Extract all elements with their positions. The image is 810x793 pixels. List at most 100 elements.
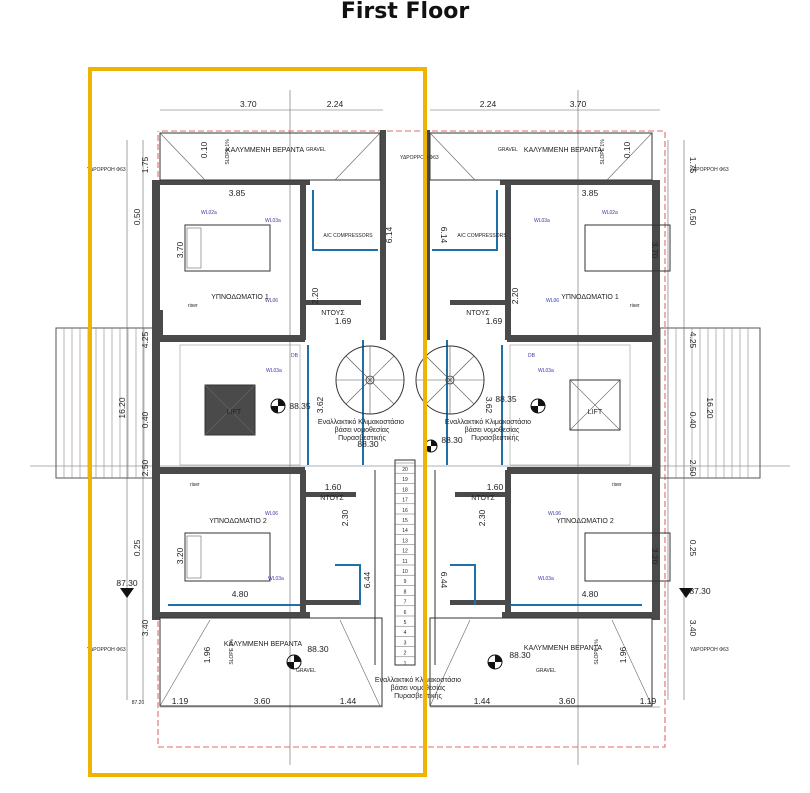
stair-step-number: 15	[402, 518, 408, 524]
gutter-top-right-label: ΥΔΡΟΡΡΟΗ Φ63	[690, 167, 729, 173]
gravel-top-right-label: GRAVEL	[498, 147, 518, 153]
veranda-top-right-label: ΚΑΛΥΜΜΕΝΗ ΒΕΡΑΝΤΑ	[524, 147, 603, 154]
dim-wc-1-60-right: 1.60	[487, 482, 504, 492]
dim-side-1-75-left: 1.75	[140, 156, 150, 173]
veranda-top-left-label: ΚΑΛΥΜΜΕΝΗ ΒΕΡΑΝΤΑ	[226, 147, 305, 154]
gravel-bottom-left-label: GRAVEL	[296, 668, 316, 674]
stair-step-number: 18	[402, 487, 408, 493]
straight-stair	[374, 459, 436, 666]
dim-top-left-a: 3.70	[240, 99, 257, 109]
dim-side-0-50-left: 0.50	[132, 208, 142, 225]
dim-stair-3-62-left: 3.62	[315, 396, 325, 413]
dim-side-2-50-left: 2.50	[140, 459, 150, 476]
dim-side-4-25-left: 4.25	[140, 331, 150, 348]
wl06-bottom-left-label: WL06	[265, 511, 278, 517]
stair-step-number: 19	[402, 477, 408, 483]
stair-step-number: 10	[402, 569, 408, 575]
dim-top-left-b: 2.24	[327, 99, 344, 109]
bed-bedroom-1-left	[184, 224, 271, 272]
alt-stair-bottom-line1: Εναλλακτικό Κλιμακοστάσιο	[375, 676, 461, 684]
bed-bedroom-1-right	[584, 224, 671, 272]
veranda-outlines	[159, 132, 653, 707]
dim-bottom-right-a: 1.44	[474, 696, 491, 706]
wl03a-top-right-label: WL03a	[534, 218, 550, 224]
stair-step-number: 8	[404, 589, 407, 595]
bedroom-2-left-label: ΥΠΝΟΔΩΜΑΤΙΟ 2	[209, 518, 267, 525]
dimension-lines	[30, 90, 790, 765]
wl06-bottom-right-label: WL06	[548, 511, 561, 517]
dim-bed-3-20-left: 3.20	[175, 547, 185, 564]
stair-step-number: 3	[404, 640, 407, 646]
slope-top-left-label: SLOPE 1%	[225, 139, 231, 165]
dim-stair-3-62-right: 3.62	[484, 397, 494, 414]
dim-bottom-left-c: 1.19	[172, 696, 189, 706]
dim-shaft-6-14-right: 6.14	[439, 227, 449, 244]
db-right-label: DB	[528, 353, 536, 359]
wl02a-right-label: WL02a	[602, 210, 618, 216]
stair-step-number: 11	[402, 559, 407, 565]
wl06-top-left-label: WL06	[265, 298, 278, 304]
spiral-stair-left	[335, 345, 405, 415]
dim-side-0-25-left: 0.25	[132, 539, 142, 556]
veranda-bottom-left-label: ΚΑΛΥΜΜΕΝΗ ΒΕΡΑΝΤΑ	[224, 641, 303, 648]
riser-bottom-left-label: riser	[190, 482, 200, 488]
gutter-bottom-right-label: ΥΔΡΟΡΡΟΗ Φ63	[690, 647, 729, 653]
dim-side-0-40-left: 0.40	[140, 411, 150, 428]
level-88-30-bottom-right: 88.30	[509, 650, 531, 660]
gravel-top-left-label: GRAVEL	[306, 147, 326, 153]
highlight-frame	[88, 67, 427, 777]
dim-shaft-6-44-left: 6.44	[362, 571, 372, 588]
dim-wc-2-30-right: 2.30	[477, 509, 487, 526]
dim-top-right-b: 3.70	[570, 99, 587, 109]
stair-step-number: 1	[404, 661, 407, 667]
dim-bed-3-20-right: 3.20	[650, 548, 660, 565]
bed-bedroom-2-right	[584, 532, 671, 582]
dim-room-width-top-right: 3.85	[582, 188, 599, 198]
ac-right-label: A/C COMPRESSORS	[457, 233, 507, 239]
stair-step-number: 17	[402, 498, 408, 504]
veranda-bottom-right-label: ΚΑΛΥΜΜΕΝΗ ΒΕΡΑΝΤΑ	[524, 645, 603, 652]
level-88-35-left: 88.35	[289, 401, 311, 411]
stair-step-number: 7	[404, 600, 407, 606]
wl03a-bottom-right-label: WL03a	[538, 576, 554, 582]
alt-stair-bottom-line3: Πυρασβεστικής	[394, 693, 442, 700]
dim-side-1-75-right: 1.75	[688, 157, 698, 174]
gutter-top-centre-label: ΥΔΡΟΡΡΟΗ Φ63	[400, 155, 439, 161]
stair-step-number: 16	[402, 508, 408, 514]
lift-right-label: LIFT	[588, 409, 603, 416]
stair-step-number: 9	[404, 579, 407, 585]
stair-step-number: 6	[404, 610, 407, 616]
dim-side-16-20-right: 16.20	[705, 397, 715, 419]
dim-side-4-25-right: 4.25	[688, 332, 698, 349]
dim-bed-3-70-right: 3.70	[650, 242, 660, 259]
stair-step-number: 5	[404, 620, 407, 626]
stair-step-number: 14	[402, 528, 408, 534]
dim-side-1-96-left: 1.96	[202, 646, 212, 663]
walls-right-unit	[424, 130, 660, 620]
level-88-30-centre-left: 88.30	[357, 439, 379, 449]
drawing-labels: 3.70 2.24 2.24 3.70 3.60 1.44 1.44 3.60 …	[87, 99, 729, 706]
fixtures-left	[168, 190, 378, 606]
dim-bottom-right-c: 1.19	[640, 696, 657, 706]
shower-bottom-right-label: ΝΤΟΥΣ	[471, 495, 495, 502]
dim-side-1-96-right: 1.96	[618, 646, 628, 663]
dim-bottom-left-a: 3.60	[254, 696, 271, 706]
alt-stair-bottom-line2: βάσει νομοθεσίας	[391, 684, 446, 692]
dim-room-width-top-left: 3.85	[229, 188, 246, 198]
alt-stair-left-line1: Εναλλακτικό Κλιμακοστάσιο	[318, 418, 404, 426]
dim-side-3-40-left: 3.40	[140, 619, 150, 636]
alt-stair-left-line2: βάσει νομοθεσίας	[335, 426, 390, 434]
riser-bottom-right-label: riser	[612, 482, 622, 488]
riser-top-left-label: riser	[188, 303, 198, 309]
alt-stair-right-line2: βάσει νομοθεσίας	[465, 426, 520, 434]
dim-side-0-10-right: 0.10	[622, 141, 632, 158]
dim-top-right-a: 2.24	[480, 99, 497, 109]
walls-left-unit	[152, 130, 386, 620]
stair-step-number: 13	[402, 538, 408, 544]
slope-bottom-right-label: SLOPE 1%	[594, 639, 600, 665]
dim-side-2-50-right: 2.50	[688, 460, 698, 477]
dim-wc-1-69-right: 1.69	[486, 316, 503, 326]
stair-step-number: 2	[404, 651, 407, 657]
